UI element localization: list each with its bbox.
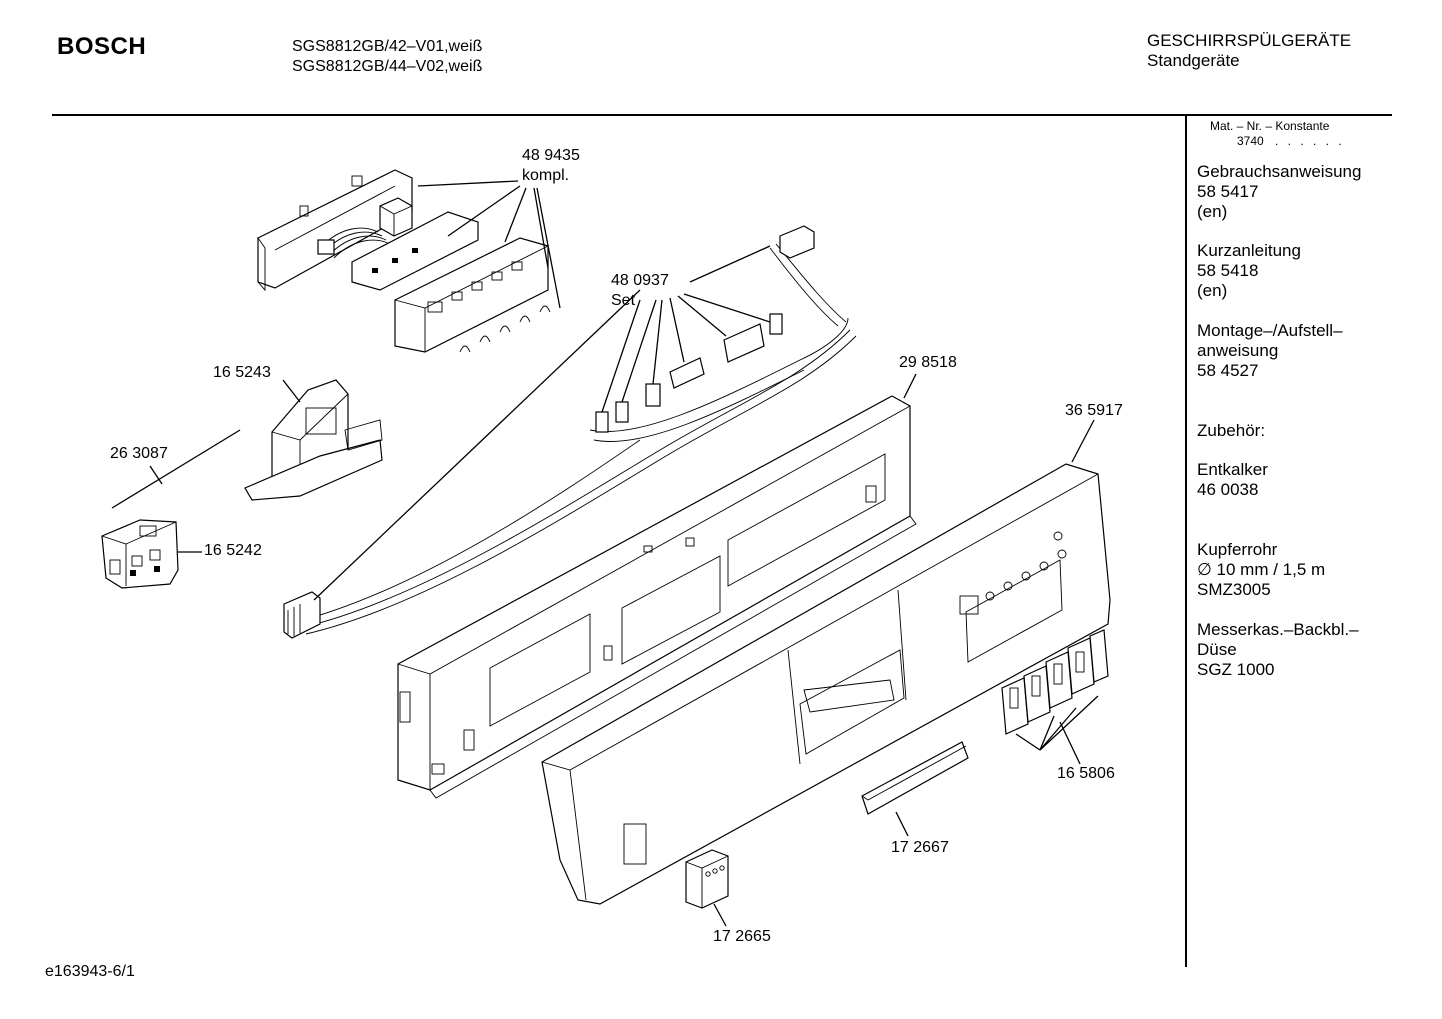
accessory-nozzle-number: SGZ 1000 (1197, 660, 1275, 679)
leader-165806-d (1039, 695, 1099, 751)
doc-user-manual-number: 58 5417 (1197, 182, 1259, 201)
doc-user-manual: Gebrauchsanweisung (1197, 162, 1362, 181)
diagram-code: e163943-6/1 (45, 963, 135, 980)
accessory-descaler: Entkalker (1197, 460, 1268, 479)
callout-172665: 17 2665 (713, 928, 771, 945)
leader-489435-e (536, 187, 561, 309)
leader-165806-a (1015, 733, 1041, 751)
trim-strip-part (861, 741, 969, 815)
mat-number-value: 3740 (1237, 134, 1264, 148)
push-buttons-part (1001, 629, 1109, 735)
accessory-nozzle-line2: Düse (1197, 640, 1237, 659)
leader-489435-d (533, 187, 549, 269)
doc-quick-guide-lang: (en) (1197, 281, 1228, 300)
accessory-nozzle: Messerkas.–Backbl.– (1197, 620, 1359, 639)
accessory-copper-pipe-number: SMZ3005 (1197, 580, 1271, 599)
leader-165243 (282, 379, 301, 403)
doc-quick-guide: Kurzanleitung (1197, 241, 1301, 260)
callout-480937-sub: Set (611, 292, 636, 309)
callout-489435: 48 9435 (522, 147, 580, 164)
leader-165806-b (1039, 715, 1055, 751)
leader-480937-f (677, 295, 727, 337)
callout-489435-sub: kompl. (522, 167, 570, 184)
accessory-copper-pipe: Kupferrohr (1197, 540, 1278, 559)
leader-480937-h (689, 245, 771, 283)
leader-480937-d (652, 299, 663, 385)
switch-part (101, 519, 179, 589)
leader-480937-g (683, 293, 771, 323)
header-divider (52, 114, 1392, 116)
cable-set-part (283, 225, 857, 639)
knob-block-part (685, 849, 729, 909)
leader-480937-b (601, 299, 641, 413)
leader-489435-a (417, 180, 519, 187)
accessory-descaler-number: 46 0038 (1197, 480, 1259, 499)
model-number-2: SGS8812GB/44–V02,weiß (292, 58, 483, 75)
leader-489435-b (447, 185, 521, 237)
mat-number-header: Mat. – Nr. – Konstante (1210, 119, 1330, 133)
leader-263087 (149, 465, 163, 485)
doc-installation: Montage–/Aufstell– (1197, 321, 1343, 340)
exploded-parts-diagram (101, 169, 1111, 927)
callout-298518: 29 8518 (899, 354, 957, 371)
rod-part (111, 429, 241, 509)
callout-165242: 16 5242 (204, 542, 262, 559)
doc-quick-guide-number: 58 5418 (1197, 261, 1259, 280)
front-panel-part (541, 463, 1111, 905)
leader-172667 (895, 811, 909, 837)
switch-holder-part (244, 379, 383, 501)
callout-365917: 36 5917 (1065, 402, 1123, 419)
leader-165806-e (1059, 721, 1081, 765)
leader-172665 (713, 903, 727, 927)
leader-480937-e (669, 297, 685, 363)
brand-logo: BOSCH (57, 33, 147, 60)
callout-165806: 16 5806 (1057, 765, 1115, 782)
control-frame-part (397, 395, 917, 799)
callout-263087: 26 3087 (110, 445, 168, 462)
leader-365917 (1071, 419, 1095, 463)
leader-489435-c (504, 187, 527, 243)
leader-480937-a (313, 289, 641, 601)
callout-165243: 16 5243 (213, 364, 271, 381)
sidebar-divider (1185, 114, 1187, 967)
leader-480937-c (621, 299, 657, 403)
mat-number-dots: . . . . . . (1275, 134, 1345, 148)
doc-installation-number: 58 4527 (1197, 361, 1259, 380)
doc-user-manual-lang: (en) (1197, 202, 1228, 221)
doc-installation-line2: anweisung (1197, 341, 1279, 360)
callout-172667: 17 2667 (891, 839, 949, 856)
callout-480937: 48 0937 (611, 272, 669, 289)
accessories-heading: Zubehör: (1197, 421, 1266, 440)
appliance-category: GESCHIRRSPÜLGERÄTE (1147, 31, 1352, 50)
leader-165806-c (1039, 707, 1077, 751)
leader-298518 (903, 373, 917, 399)
model-number-1: SGS8812GB/42–V01,weiß (292, 38, 483, 55)
electronic-module-part (257, 169, 551, 353)
accessory-copper-pipe-size: ∅ 10 mm / 1,5 m (1197, 560, 1326, 579)
appliance-subcategory: Standgeräte (1147, 51, 1240, 70)
